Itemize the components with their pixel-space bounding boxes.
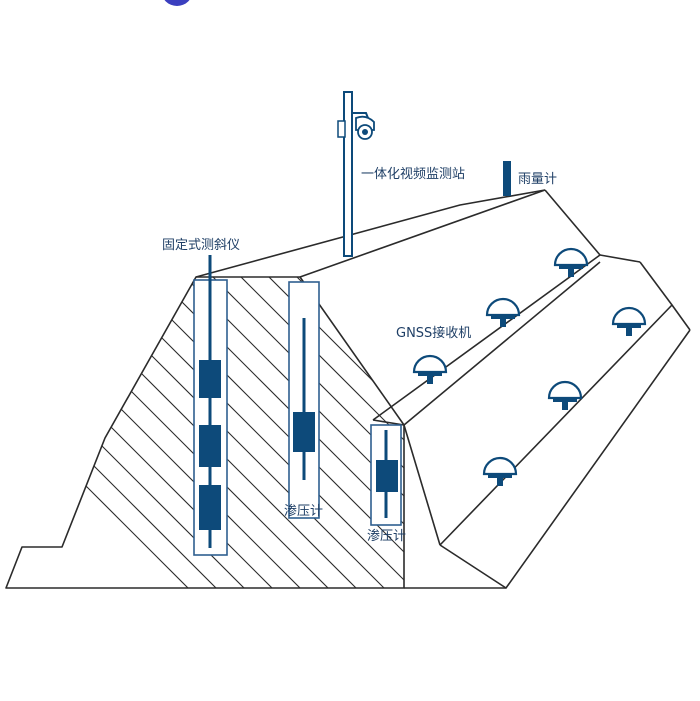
hatch-line	[387, 277, 404, 588]
gnss-dome-icon	[485, 297, 521, 327]
piezometer-left	[288, 281, 320, 519]
hatch-line	[191, 277, 404, 588]
label-gnss-receiver: GNSS接收机	[396, 325, 471, 341]
gnss-dome-icon	[547, 380, 583, 410]
label-piezometer-right: 渗压计	[367, 529, 406, 544]
hatch-line	[359, 277, 404, 588]
hatch-line	[640, 200, 700, 620]
hatch-line	[6, 277, 333, 588]
hatch-line	[6, 277, 389, 588]
hatch-line	[135, 277, 404, 588]
gnss-dome-icon	[553, 247, 589, 277]
top-accent-circle	[164, 0, 190, 6]
label-video-station: 一体化视频监测站	[361, 167, 465, 182]
hatch-line	[528, 200, 700, 620]
hatch-line	[163, 277, 404, 588]
gnss-receivers	[412, 247, 647, 486]
hatch-line	[51, 277, 404, 588]
hatched-soil-mass	[6, 200, 700, 620]
hatch-line	[6, 277, 221, 588]
slope-outline	[5, 189, 691, 589]
piezometer-right	[370, 424, 402, 526]
gnss-dome-icon	[611, 306, 647, 336]
fixed-inclinometer	[193, 255, 228, 556]
video-monitoring-station	[337, 91, 375, 257]
camera-pole	[343, 91, 353, 257]
hatch-line	[6, 277, 361, 588]
hatch-line	[23, 277, 404, 588]
hatch-line	[612, 200, 700, 620]
gnss-dome-icon	[412, 354, 448, 384]
label-piezometer-left: 渗压计	[284, 504, 323, 519]
label-inclinometer: 固定式测斜仪	[162, 238, 240, 253]
gnss-dome-icon	[482, 456, 518, 486]
hatch-line	[6, 277, 305, 588]
label-rain-gauge: 雨量计	[518, 172, 557, 187]
rain-gauge-post	[503, 161, 511, 196]
hatch-line	[584, 200, 700, 620]
hatch-line	[668, 200, 700, 620]
hatch-line	[696, 200, 700, 620]
ptz-camera-icon	[337, 112, 375, 140]
